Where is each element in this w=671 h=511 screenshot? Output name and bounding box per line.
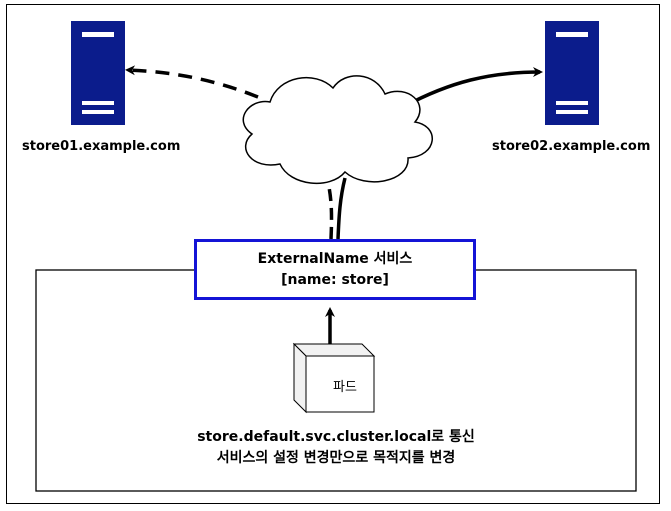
pod-label: 파드 bbox=[294, 358, 372, 412]
solid-link-service-to-cloud bbox=[336, 177, 347, 240]
externalname-service-box: ExternalName 서비스 [name: store] bbox=[194, 239, 476, 300]
store02-label: store02.example.com bbox=[492, 139, 651, 154]
store01-label: store01.example.com bbox=[22, 139, 181, 154]
dashed-link-to-store01 bbox=[125, 65, 259, 99]
server-icon bbox=[71, 21, 125, 125]
dashed-link-service-to-cloud bbox=[325, 177, 334, 240]
pod-cube-icon bbox=[292, 342, 376, 414]
description-note: store.default.svc.cluster.local로 통신 서비스의… bbox=[136, 427, 536, 469]
cloud-icon bbox=[242, 75, 433, 185]
pod-label-text: 파드 bbox=[333, 379, 357, 395]
note-line-2: 서비스의 설정 변경만으로 목적지를 변경 bbox=[216, 450, 456, 466]
note-line-1: store.default.svc.cluster.local로 통신 bbox=[197, 429, 475, 445]
service-title: ExternalName 서비스 bbox=[257, 250, 413, 267]
solid-link-to-store02 bbox=[404, 67, 543, 108]
server-icon bbox=[545, 21, 599, 125]
service-name: [name: store] bbox=[281, 271, 389, 288]
